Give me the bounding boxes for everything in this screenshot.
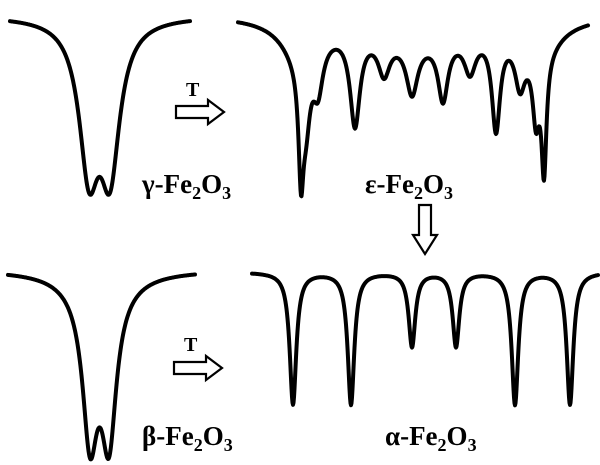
alpha-fe2o3-label: α-Fe2O3 — [385, 421, 477, 455]
gamma-fe2o3-label: γ-Fe2O3 — [141, 169, 231, 203]
right-arrow-icon — [174, 97, 226, 127]
temperature-arrow-bottom: T — [172, 334, 224, 383]
beta-fe2o3-spectrum — [6, 272, 197, 462]
epsilon-fe2o3-spectrum — [236, 20, 590, 199]
epsilon-fe2o3-label: ε-Fe2O3 — [365, 169, 453, 203]
temperature-arrow-top: T — [174, 79, 226, 127]
down-arrow-icon — [411, 203, 439, 257]
right-arrow-icon — [172, 353, 224, 383]
temperature-label-bottom: T — [184, 334, 198, 356]
temperature-label-top: T — [186, 79, 200, 101]
alpha-fe2o3-spectrum — [250, 271, 600, 408]
gamma-fe2o3-spectrum — [8, 19, 192, 197]
beta-fe2o3-label: β-Fe2O3 — [142, 421, 233, 455]
